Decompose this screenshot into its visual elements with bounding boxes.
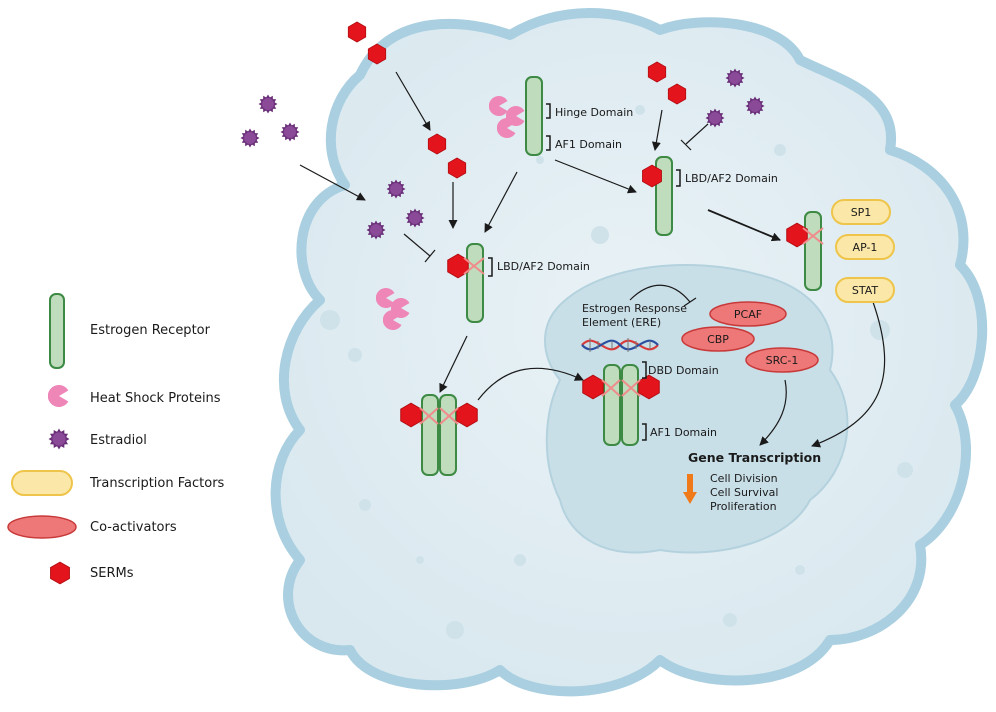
legend-tf-icon <box>11 470 73 496</box>
legend-serm-icon <box>50 561 70 585</box>
legend-tf-label: Transcription Factors <box>89 476 225 491</box>
label-af1-top: AF1 Domain <box>555 138 622 151</box>
legend-hsp-icon <box>48 385 69 407</box>
down-arrow-icon <box>683 474 697 504</box>
tf-sp1-label: SP1 <box>851 206 872 219</box>
coactivator-cbp: CBP <box>681 326 755 352</box>
bracket-lbd-center <box>488 257 493 277</box>
legend: Estrogen Receptor Heat Shock Proteins Es… <box>7 293 225 585</box>
receptor-center <box>466 243 484 323</box>
coactivator-pcaf: PCAF <box>709 301 787 327</box>
tf-ap1: AP-1 <box>835 234 895 260</box>
tf-ap1-label: AP-1 <box>853 241 878 254</box>
receptor-near-tf-blocked-mark <box>802 227 824 245</box>
dna-helix-icon <box>581 338 659 352</box>
label-lbd-center: LBD/AF2 Domain <box>497 260 590 273</box>
label-dbd-domain: DBD Domain <box>648 364 719 377</box>
coactivator-cbp-label: CBP <box>707 333 729 346</box>
outcome-proliferation: Proliferation <box>710 500 777 513</box>
cytoplasm-vesicles <box>320 105 913 639</box>
coactivator-src1: SRC-1 <box>745 347 819 373</box>
nucleus <box>544 264 849 554</box>
gene-transcription-title: Gene Transcription <box>688 450 821 465</box>
label-hinge-domain: Hinge Domain <box>555 106 633 119</box>
label-ere-line2: Element (ERE) <box>582 316 661 329</box>
coactivator-pcaf-label: PCAF <box>734 308 762 321</box>
legend-estradiol-label: Estradiol <box>90 433 147 448</box>
coactivator-src1-label: SRC-1 <box>766 354 799 367</box>
tf-stat: STAT <box>835 277 895 303</box>
legend-hsp-label: Heat Shock Proteins <box>90 391 221 406</box>
bracket-af1-nucleus <box>642 423 647 441</box>
receptor-near-tf <box>804 211 822 291</box>
legend-receptor-label: Estrogen Receptor <box>90 323 211 338</box>
receptor-center-blocked-mark <box>463 257 485 275</box>
legend-coactivator-icon <box>7 515 77 539</box>
label-lbd-right: LBD/AF2 Domain <box>685 172 778 185</box>
bracket-af1-top <box>546 135 551 151</box>
tf-sp1: SP1 <box>831 199 891 225</box>
outcome-cell-division: Cell Division <box>710 472 778 485</box>
tf-stat-label: STAT <box>852 284 879 297</box>
bracket-lbd-right <box>676 169 681 187</box>
legend-coactivator-label: Co-activators <box>90 520 177 535</box>
pathway-arrows <box>299 71 886 448</box>
receptor-dimer-nucleus <box>582 364 660 446</box>
legend-estradiol-icon <box>48 428 70 450</box>
label-af1-nucleus: AF1 Domain <box>650 426 717 439</box>
legend-receptor-icon <box>49 293 65 369</box>
receptor-top <box>525 76 543 156</box>
receptor-dimer-cytoplasm <box>400 394 478 476</box>
bracket-dbd <box>642 361 647 379</box>
label-ere-line1: Estrogen Response <box>582 302 687 315</box>
outcome-cell-survival: Cell Survival <box>710 486 778 499</box>
legend-serm-label: SERMs <box>90 566 134 581</box>
bracket-hinge <box>546 103 551 119</box>
